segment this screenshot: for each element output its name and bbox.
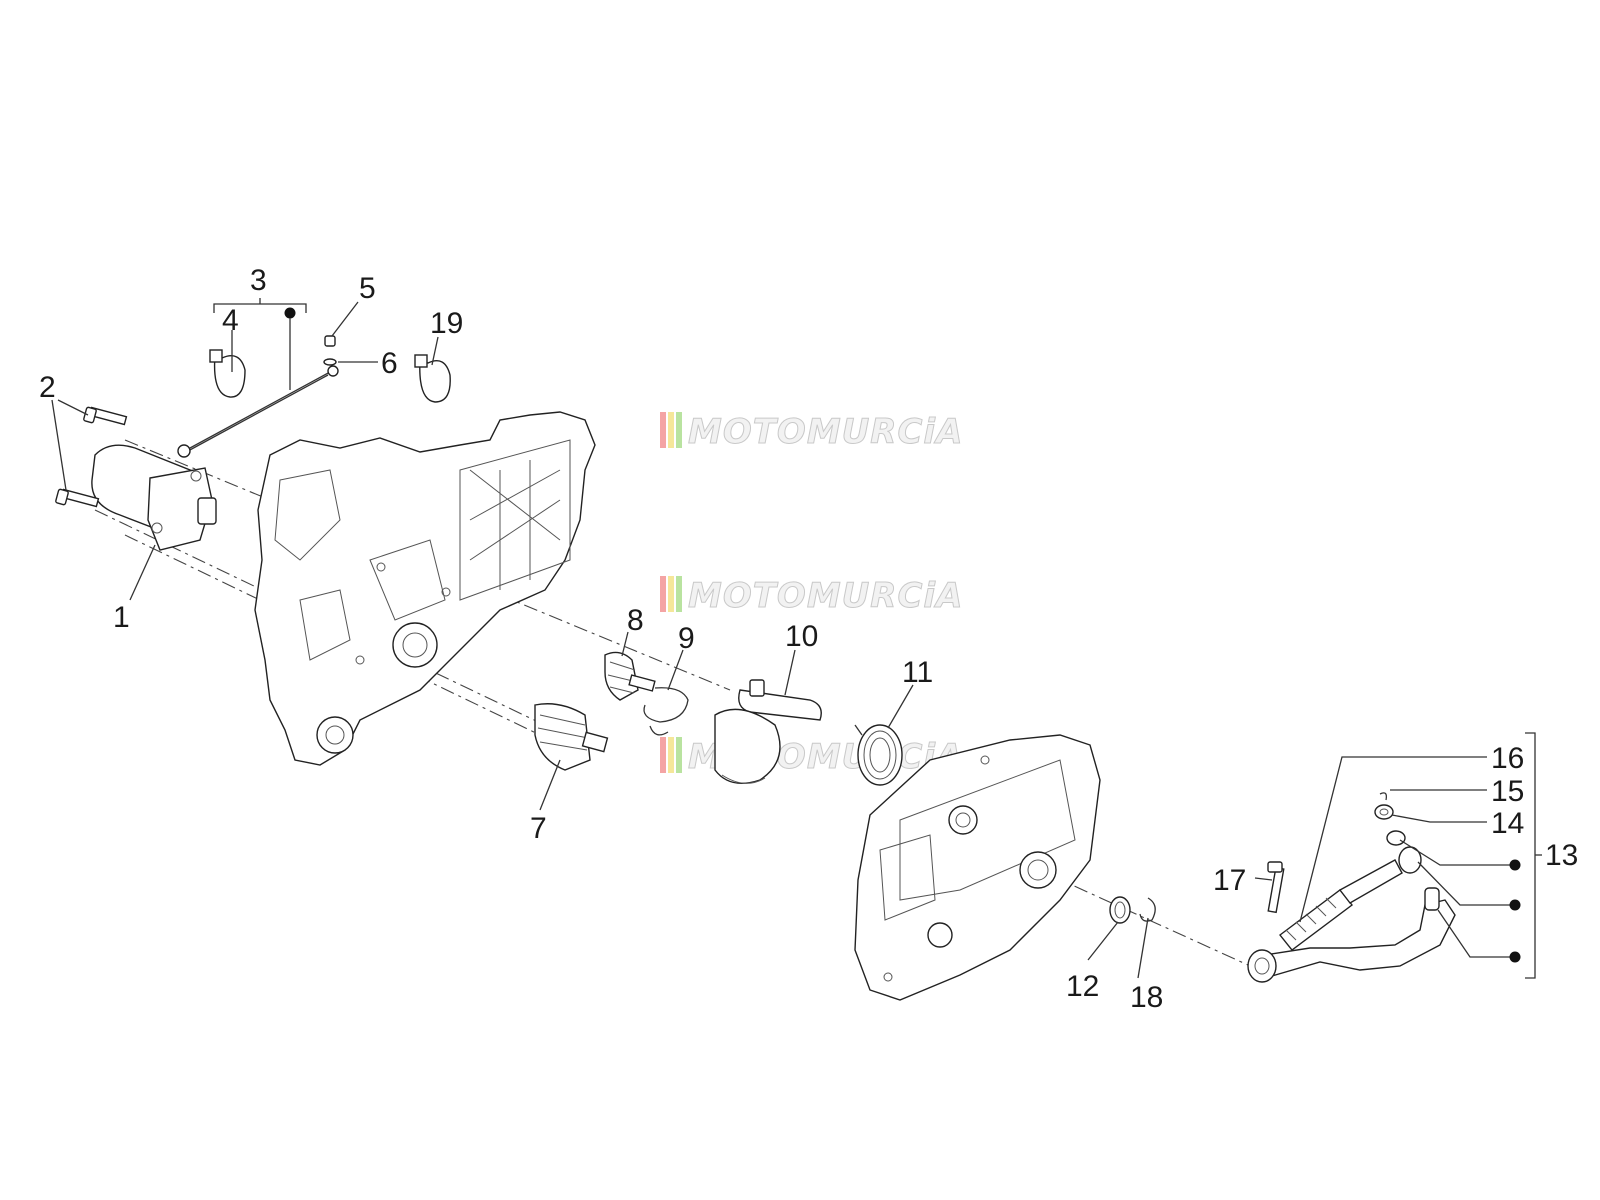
callout-1: 1 [113, 601, 130, 634]
washer-circlip-drawing [1109, 896, 1156, 924]
starter-gear-drawing [604, 651, 656, 701]
callout-9: 9 [678, 622, 695, 655]
starter-motor-drawing [91, 444, 217, 551]
callout-6: 6 [381, 347, 398, 380]
crankcase-drawing [254, 411, 596, 766]
callout-14: 14 [1491, 807, 1524, 840]
return-spring-drawing [854, 724, 903, 786]
callout-2: 2 [39, 371, 56, 404]
callout-labels: 1 2 3 4 5 6 7 8 9 10 11 12 13 14 15 16 1… [39, 264, 1578, 1014]
callout-12: 12 [1066, 970, 1099, 1003]
kickstart-lever-drawing [1247, 792, 1456, 983]
spring-clip-drawing [643, 687, 689, 736]
watermark-1: MOTOMURCiA [660, 412, 963, 453]
svg-text:MOTOMURCiA: MOTOMURCiA [688, 412, 963, 452]
callout-18: 18 [1130, 981, 1163, 1014]
callout-8: 8 [627, 604, 644, 637]
starter-clutch-drawing [534, 703, 609, 771]
watermark-2: MOTOMURCiA [660, 576, 963, 617]
leader-lines [51, 298, 1542, 979]
screw-washer-drawing [323, 335, 337, 366]
transmission-cover-drawing [854, 734, 1101, 1001]
callout-11: 11 [902, 656, 933, 689]
kickstart-shaft-drawing [714, 679, 822, 784]
callout-5: 5 [359, 272, 376, 305]
callout-16: 16 [1491, 742, 1524, 775]
callout-4: 4 [222, 304, 239, 337]
callout-17: 17 [1213, 864, 1246, 897]
callout-3: 3 [250, 264, 267, 297]
callout-15: 15 [1491, 775, 1524, 808]
svg-text:MOTOMURCiA: MOTOMURCiA [688, 576, 963, 616]
callout-7: 7 [530, 812, 547, 845]
clamp-4-drawing [209, 349, 246, 398]
callout-19: 19 [430, 307, 463, 340]
callout-13: 13 [1545, 839, 1578, 872]
ground-cable-drawing [177, 365, 339, 458]
callout-10: 10 [785, 620, 818, 653]
clamp-19-drawing [414, 354, 451, 403]
